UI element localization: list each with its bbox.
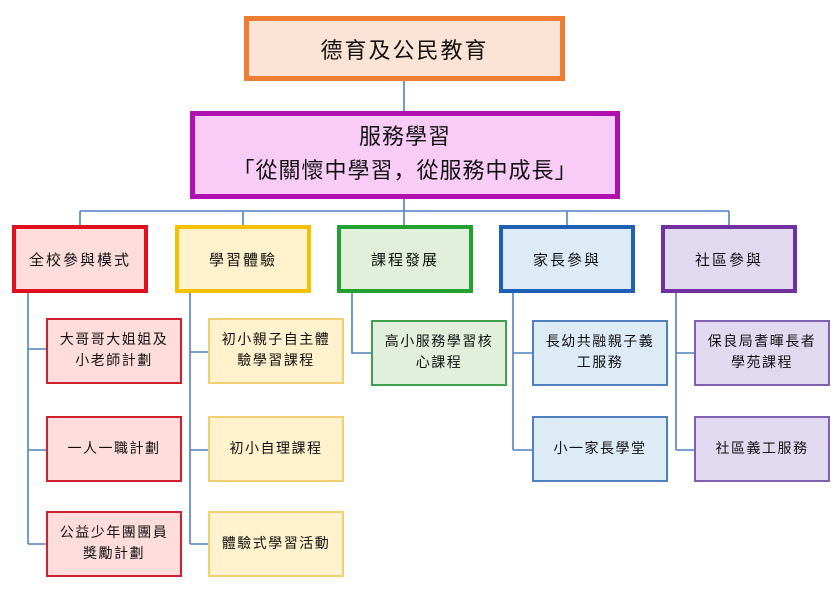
connector-service-categories [79, 199, 730, 225]
category-label: 家長參與 [532, 250, 601, 269]
connector-col5 [675, 293, 694, 451]
connector-col1 [27, 293, 46, 545]
category-label: 課程發展 [370, 250, 439, 269]
category-label: 全校參與模式 [28, 250, 131, 269]
leaf-core-service-curriculum: 高小服務學習核心課程 [371, 320, 507, 386]
leaf-experiential-activities: 體驗式學習活動 [208, 511, 344, 577]
leaf-label: 大哥哥大姐姐及小老師計劃 [59, 332, 169, 369]
leaf-label: 初小親子自主體驗學習課程 [221, 332, 331, 369]
leaf-label: 一人一職計劃 [67, 440, 161, 457]
connector-col2 [189, 293, 208, 545]
connector-col4 [512, 293, 532, 451]
root-node: 德育及公民教育 [244, 16, 565, 81]
leaf-label: 社區義工服務 [715, 440, 809, 457]
leaf-one-person-one-job: 一人一職計劃 [46, 416, 182, 482]
leaf-intergenerational-volunteer: 長幼共融親子義工服務 [532, 320, 668, 386]
category-community: 社區參與 [661, 225, 797, 293]
category-parent-participation: 家長參與 [499, 225, 635, 293]
leaf-elderly-academy: 保良局耆暉長者學苑課程 [694, 320, 830, 386]
leaf-big-brother-sister: 大哥哥大姐姐及小老師計劃 [46, 318, 182, 384]
category-learning-experience: 學習體驗 [175, 225, 311, 293]
leaf-label: 長幼共融親子義工服務 [545, 334, 655, 371]
leaf-label: 公益少年團團員獎勵計劃 [59, 525, 169, 562]
leaf-p1-parent-school: 小一家長學堂 [532, 416, 668, 482]
category-label: 學習體驗 [208, 250, 277, 269]
leaf-label: 小一家長學堂 [553, 440, 647, 457]
leaf-label: 初小自理課程 [229, 440, 323, 457]
service-title: 服務學習 [358, 125, 451, 150]
root-label: 德育及公民教育 [320, 38, 489, 64]
leaf-label: 保良局耆暉長者學苑課程 [707, 334, 817, 371]
category-whole-school: 全校參與模式 [12, 225, 148, 293]
connector-col3 [351, 293, 371, 354]
service-learning-node: 服務學習 「從關懷中學習，從服務中成長」 [190, 111, 620, 199]
leaf-community-youth-club: 公益少年團團員獎勵計劃 [46, 511, 182, 577]
category-label: 社區參與 [694, 250, 763, 269]
leaf-label: 體驗式學習活動 [221, 535, 331, 552]
service-motto: 「從關懷中學習，從服務中成長」 [232, 159, 578, 184]
leaf-community-volunteer: 社區義工服務 [694, 416, 830, 482]
leaf-parent-child-learning: 初小親子自主體驗學習課程 [208, 318, 344, 384]
leaf-label: 高小服務學習核心課程 [384, 334, 494, 371]
leaf-self-care-course: 初小自理課程 [208, 416, 344, 482]
category-curriculum: 課程發展 [337, 225, 473, 293]
